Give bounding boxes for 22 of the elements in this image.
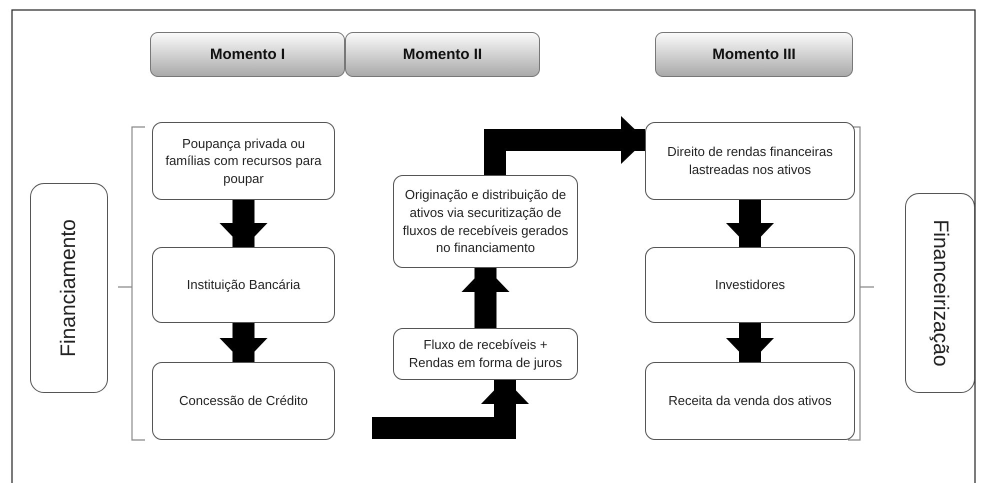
category-label: Financiamento xyxy=(57,219,81,357)
process-box: Receita da venda dos ativos xyxy=(645,362,855,440)
block-arrow xyxy=(220,323,268,363)
process-box: Originação e distribuição de ativos via securitização de fluxos de recebíveis gerados no financiamento xyxy=(393,175,578,268)
category-box xyxy=(30,183,108,393)
block-arrow xyxy=(726,323,774,363)
process-box: Instituição Bancária xyxy=(152,247,335,323)
process-box: Direito de rendas financeiras lastreadas nos ativos xyxy=(645,122,855,200)
process-box: Poupança privada ou famílias com recursos para poupar xyxy=(152,122,335,200)
block-arrow xyxy=(726,200,774,248)
process-box: Fluxo de recebíveis + Rendas em forma de juros xyxy=(393,328,578,380)
phase-header: Momento I xyxy=(150,32,345,77)
block-arrow xyxy=(484,116,646,175)
phase-header: Momento II xyxy=(345,32,540,77)
block-arrow xyxy=(372,379,529,439)
block-arrow xyxy=(462,267,510,328)
category-label: Financeirização xyxy=(928,219,952,367)
block-arrow xyxy=(220,200,268,248)
process-box: Investidores xyxy=(645,247,855,323)
phase-header: Momento III xyxy=(655,32,853,77)
process-box: Concessão de Crédito xyxy=(152,362,335,440)
category-box xyxy=(905,193,975,393)
